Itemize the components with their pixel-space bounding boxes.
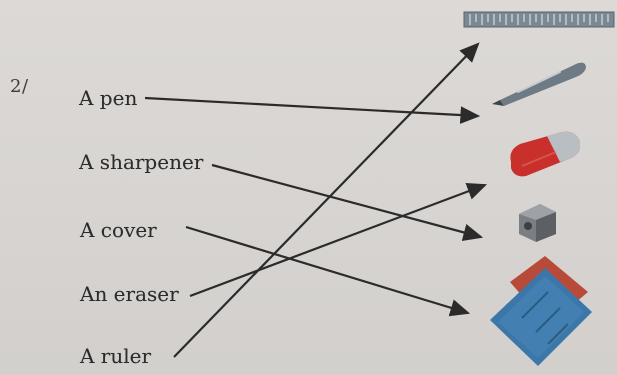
match-line-ruler xyxy=(174,44,478,357)
match-line-pen xyxy=(145,98,478,116)
match-line-eraser xyxy=(190,185,485,296)
